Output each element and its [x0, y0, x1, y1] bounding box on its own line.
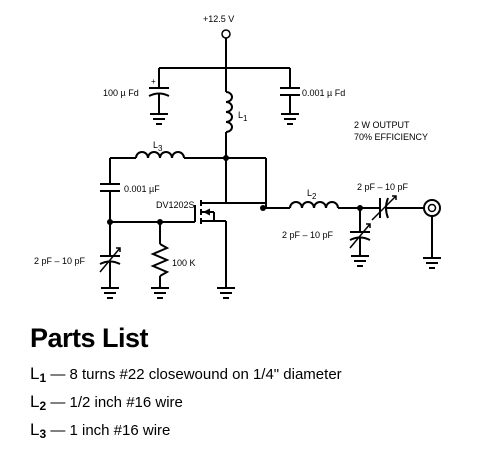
- parts-list-item: L2 — 1/2 inch #16 wire: [30, 392, 183, 413]
- supply-label: +12.5 V: [203, 14, 234, 24]
- trimmer-capacitor-series: 2 pF – 10 pF: [357, 182, 424, 221]
- output-note-line1: 2 W OUTPUT: [354, 120, 410, 130]
- parts-list-item: L1 — 8 turns #22 closewound on 1/4" diam…: [30, 364, 342, 385]
- ground-icon: [151, 287, 169, 299]
- inductor-l2-label: L2: [307, 188, 317, 201]
- capacitor-0001uf-supply: 0.001 µ Fd: [280, 68, 345, 125]
- ground-icon: [150, 113, 168, 125]
- ground-icon: [101, 287, 119, 299]
- inductor-l3-label: L3: [153, 140, 163, 153]
- transistor-label: DV1202S: [156, 200, 195, 210]
- ground-icon: [351, 255, 369, 267]
- resistor-100k: 100 K: [150, 222, 196, 288]
- parts-list-title: Parts List: [30, 323, 149, 353]
- capacitor-0001uf-supply-label: 0.001 µ Fd: [302, 88, 345, 98]
- inductor-l3: L3: [110, 140, 266, 159]
- parts-list-item: L3 — 1 inch #16 wire: [30, 420, 171, 441]
- inductor-l1-label: L1: [238, 110, 248, 123]
- capacitor-100uf-label: 100 µ Fd: [103, 88, 139, 98]
- supply-terminal: +12.5 V: [203, 14, 234, 68]
- oscillator-schematic: +12.5 V + 100 µ Fd 0.001 µ Fd: [34, 14, 441, 299]
- trimmer-series-label: 2 pF – 10 pF: [357, 182, 409, 192]
- ground-icon: [217, 287, 235, 299]
- trimmer-capacitor-left: 2 pF – 10 pF: [34, 222, 121, 288]
- trimmer-capacitor-shunt: 2 pF – 10 pF: [282, 208, 371, 256]
- inductor-l1: L1: [225, 68, 248, 158]
- trimmer-mid-label: 2 pF – 10 pF: [282, 230, 334, 240]
- output-note-line2: 70% EFFICIENCY: [354, 132, 428, 142]
- trimmer-left-label: 2 pF – 10 pF: [34, 256, 86, 266]
- capacitor-100uf: + 100 µ Fd: [103, 68, 170, 125]
- ground-icon: [281, 113, 299, 125]
- output-connector-icon: [423, 199, 441, 269]
- resistor-label: 100 K: [172, 258, 196, 268]
- capacitor-0001uf-feedback: 0.001 µF: [100, 158, 160, 222]
- capacitor-polarity: +: [151, 77, 156, 86]
- parts-list: Parts List L1 — 8 turns #22 closewound o…: [30, 322, 480, 446]
- capacitor-0001uf-feedback-label: 0.001 µF: [124, 184, 160, 194]
- mosfet-transistor: DV1202S: [156, 158, 266, 288]
- inductor-l2: L2: [263, 188, 380, 209]
